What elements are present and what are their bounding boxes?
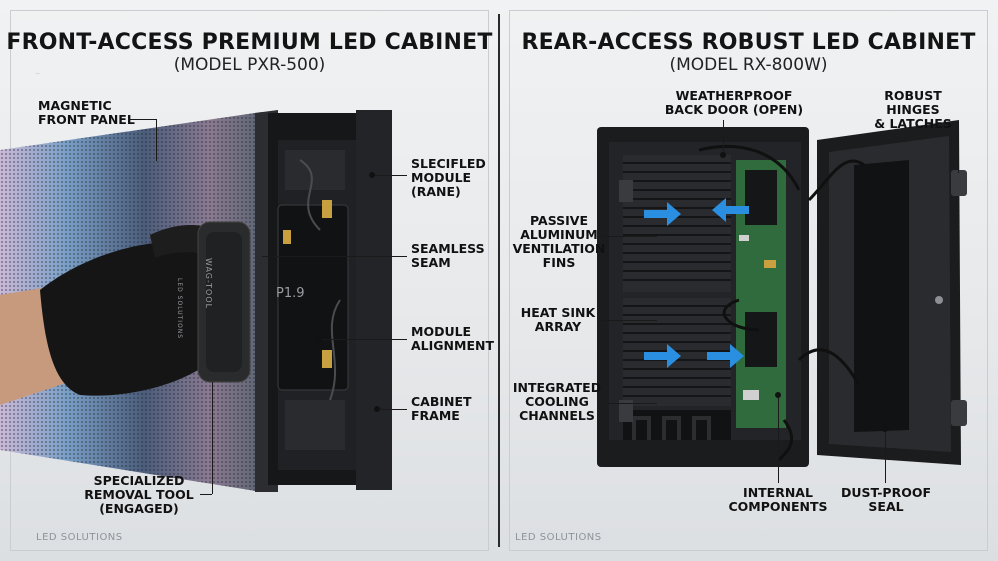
dust-proof-gasket — [854, 160, 909, 432]
callout-module-alignment: MODULE ALIGNMENT — [411, 324, 494, 353]
module-mark: P1.9 — [276, 286, 305, 301]
callout-internal-components: INTERNAL COMPONENTS — [728, 485, 828, 514]
callout-cabinet-frame: CABINET FRAME — [411, 394, 472, 423]
callout-ventilation-fins: PASSIVE ALUMINUM VENTILATION FINS — [512, 213, 606, 270]
panel-divider — [498, 14, 500, 547]
callout-dust-proof-seal: DUST-PROOF SEAL — [841, 485, 931, 514]
rear-cabinet-illustration — [597, 120, 967, 467]
callout-weatherproof-door: WEATHERPROOF BACK DOOR (OPEN) — [664, 88, 804, 117]
right-subtitle: (MODEL RX-800W) — [669, 55, 828, 75]
hinges — [935, 170, 967, 426]
brand-footer: LED SOLUTIONS — [36, 532, 123, 543]
callout-magnetic-front-panel: MAGNETIC FRONT PANEL — [38, 98, 135, 127]
callout-removal-tool: SPECIALIZED REMOVAL TOOL (ENGAGED) — [84, 473, 194, 516]
callout-heat-sink: HEAT SINK ARRAY — [520, 305, 596, 334]
heat-sink-upper — [623, 155, 731, 292]
panel-frame — [509, 10, 988, 551]
glove-logo-text: LED SOLUTIONS — [176, 278, 183, 340]
led-module — [277, 204, 349, 391]
glove — [40, 242, 235, 396]
spec-text-deco: — — [36, 70, 40, 77]
callout-module: SLECIFLED MODULE (RANE) — [411, 156, 486, 199]
front-cabinet-illustration — [0, 110, 392, 492]
callout-seamless-seam: SEAMLESS SEAM — [411, 241, 485, 270]
rear-access-panel: REAR-ACCESS ROBUST LED CABINET (MODEL RX… — [499, 0, 998, 561]
left-subtitle: (MODEL PXR-500) — [173, 55, 326, 75]
tool-label: WAG-TOOL — [204, 258, 213, 310]
callout-hinges-latches: ROBUST HINGES & LATCHES — [874, 88, 952, 131]
cabinet-frame-rail — [356, 110, 392, 490]
callout-cooling-channels: INTEGRATED COOLING CHANNELS — [512, 380, 602, 423]
airflow-arrows — [644, 198, 749, 368]
right-title: REAR-ACCESS ROBUST LED CABINET — [521, 30, 976, 55]
brand-footer: LED SOLUTIONS — [515, 532, 602, 543]
left-title: FRONT-ACCESS PREMIUM LED CABINET — [6, 30, 493, 55]
front-access-panel: — FRONT-ACCESS PREMIUM LED CABINET (MODE… — [0, 0, 499, 561]
